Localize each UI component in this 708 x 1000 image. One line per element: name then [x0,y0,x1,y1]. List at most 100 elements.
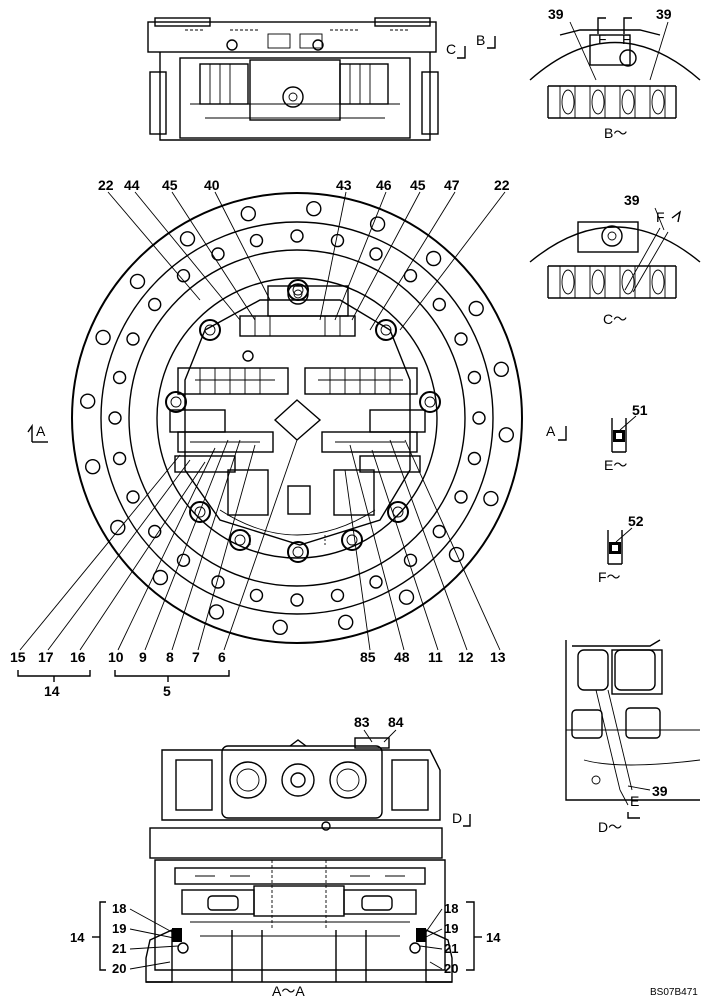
callout-22-left: 22 [98,177,114,193]
outer-bolt-hole [129,273,146,290]
inner-bolt-hole [249,588,264,603]
inner-bolt-hole [432,297,446,312]
inner-bolt-hole [432,524,446,539]
outer-bolt-hole [448,546,465,563]
callout-18-left: 18 [112,901,126,916]
callout-16: 16 [70,649,86,665]
inner-bolt-hole [472,411,486,425]
callout-14-left: 14 [70,930,85,945]
outer-bolt-hole [493,361,509,377]
marker-e: E [630,793,639,809]
section-marker-c: C [446,41,456,57]
callout-15: 15 [10,649,26,665]
marker-f-c: F [656,209,665,225]
mounting-boss [229,529,251,551]
outer-bolt-hole [338,614,354,630]
inner-bolt-hole [369,247,383,261]
outer-bolt-hole [483,490,499,507]
callout-52: 52 [628,513,644,529]
bottom-callouts: 15 17 16 10 9 8 7 6 85 48 11 12 13 14 5 [10,649,506,699]
mounting-boss-bore [346,534,358,546]
mounting-boss [375,319,397,341]
callout-20-left: 20 [112,961,126,976]
inner-bolt-hole [403,269,418,283]
callout-39-c: 39 [624,192,640,208]
inner-bolt-hole [112,451,127,466]
callout-40: 40 [204,177,220,193]
mounting-boss [199,319,221,341]
callout-9: 9 [139,649,147,665]
marker-f1: F [598,31,607,47]
view-c-caption: C～ [603,311,627,327]
callout-22-right: 22 [494,177,510,193]
outer-bolt-hole [306,200,322,217]
section-marker-d: D [452,810,462,826]
outer-bolt-hole [240,205,257,222]
inner-bolt-ring [108,229,486,607]
inner-bolt-hole [369,575,383,589]
group-14: 14 [44,683,60,699]
outer-bolt-hole [110,519,126,536]
inner-bolt-hole [211,575,225,589]
outer-bolt-hole [152,569,169,586]
view-b-caption: B～ [604,125,627,141]
callout-39-d: 39 [652,783,668,799]
mounting-boss-bore [292,284,304,296]
callout-39-b-right: 39 [656,6,672,22]
callout-39-b-left: 39 [548,6,564,22]
inner-bolt-hole [147,297,162,312]
outer-bolt-hole [369,216,386,232]
mounting-boss-bore [194,506,206,518]
group-5: 5 [163,683,171,699]
view-f: 52 F～ [598,513,644,585]
callout-19-left: 19 [112,921,126,936]
outer-bolt-hole [425,250,442,267]
inner-bolt-hole [454,332,468,346]
view-d: 39 E D～ [565,639,701,835]
callout-84: 84 [388,714,404,730]
mounting-bosses [165,279,441,563]
section-a-a-caption: A～A [272,983,305,999]
top-view: C B [147,17,496,141]
mounting-boss [419,391,441,413]
callout-leaders-main [19,191,506,651]
outer-bolt-hole [79,393,96,409]
mounting-boss [341,529,363,551]
inner-bolt-hole [330,588,345,603]
outer-bolt-hole [179,231,196,247]
inner-bolt-hole [467,370,482,385]
inner-bolt-hole [126,490,140,504]
mounting-boss-bore [292,546,304,558]
view-e-caption: E～ [604,457,627,473]
mounting-boss [387,501,409,523]
drawing-id: BS07B471 [650,987,698,998]
callout-48: 48 [394,649,410,665]
section-a-a: 83 84 D 18 19 21 20 14 18 19 21 20 14 A～… [70,714,501,999]
outer-bolt-hole [208,604,225,620]
view-c: 39 F C～ [529,192,701,327]
inner-bolt-hole [454,490,468,504]
inner-bolt-hole [176,553,191,567]
callout-17: 17 [38,649,54,665]
inner-bolt-hole [330,233,345,248]
view-b: 39 39 F F B～ [529,6,701,141]
outer-bolt-hole [468,300,484,317]
inner-bolt-hole [176,269,191,283]
marker-f2: F [622,31,631,47]
callout-47: 47 [444,177,460,193]
outer-bolt-hole [84,459,101,475]
mounting-boss-bore [380,324,392,336]
callout-45-left: 45 [162,177,178,193]
callout-13: 13 [490,649,506,665]
view-f-caption: F～ [598,569,621,585]
mounting-boss [165,391,187,413]
view-d-caption: D～ [598,819,622,835]
callout-11: 11 [428,649,443,665]
outer-bolt-hole [95,329,111,346]
section-marker-a-right: A [546,423,556,439]
callout-21-left: 21 [112,941,126,956]
mounting-boss-bore [392,506,404,518]
outer-bolt-hole [272,619,288,635]
view-e: 51 E～ [604,402,648,473]
